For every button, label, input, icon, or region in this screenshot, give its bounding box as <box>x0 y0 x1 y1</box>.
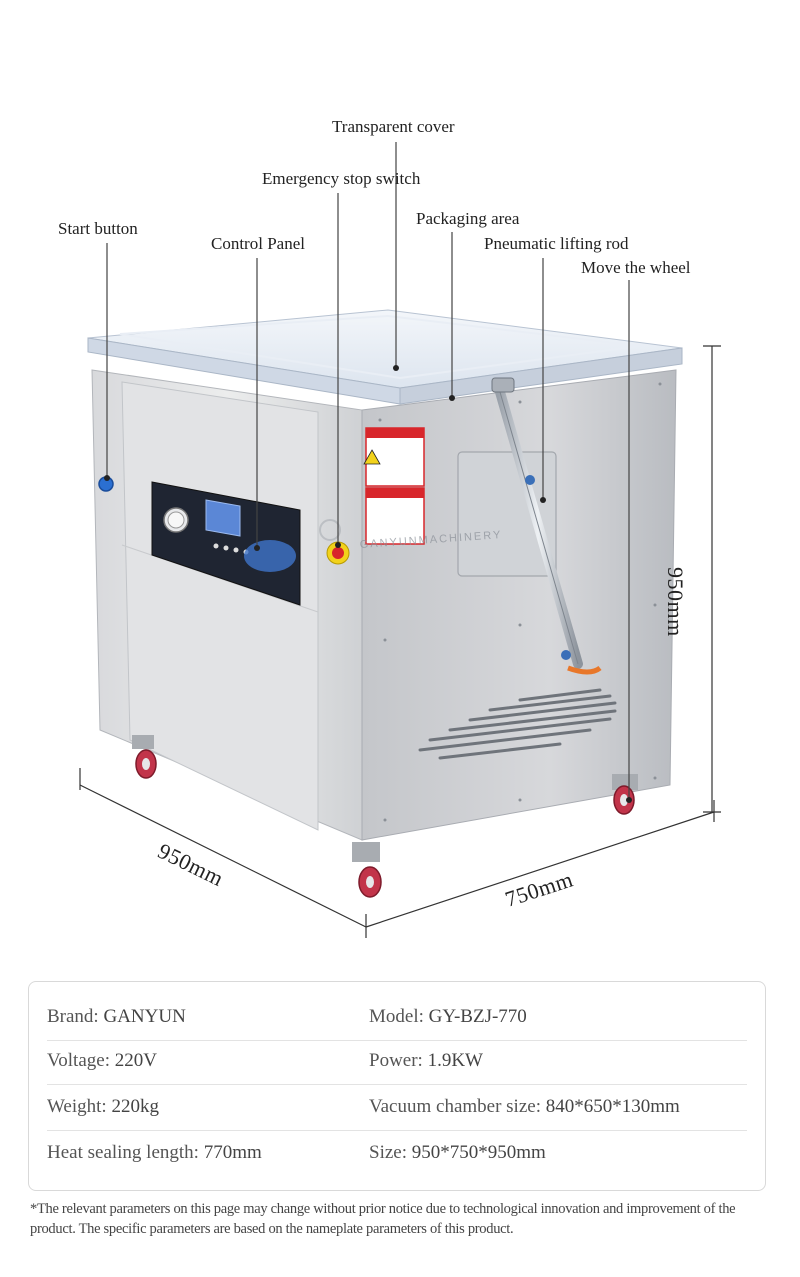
callout-emergency-stop: Emergency stop switch <box>262 169 421 188</box>
callout-lines <box>106 142 630 800</box>
spec-row: Brand: GANYUN Model: GY-BZJ-770 <box>47 996 747 1041</box>
wheel-front-center <box>352 842 382 898</box>
spec-power: Power: 1.9KW <box>369 1050 483 1071</box>
spec-vacuum-chamber-size: Vacuum chamber size: 840*650*130mm <box>369 1096 680 1117</box>
caster-wheels <box>132 735 638 898</box>
spec-row: Weight: 220kg Vacuum chamber size: 840*6… <box>47 1086 747 1131</box>
disclaimer-text: *The relevant parameters on this page ma… <box>30 1201 736 1237</box>
spec-heat-sealing-length: Heat sealing length: 770mm <box>47 1142 262 1163</box>
pneumatic-rod-shape <box>491 377 602 675</box>
control-panel-shape <box>151 481 301 606</box>
machine-front-face <box>91 369 363 841</box>
vacuum-packaging-machine: GANYUNMACHINERY <box>79 142 721 938</box>
callout-control-panel: Control Panel <box>211 234 305 253</box>
dimension-lines <box>79 345 721 938</box>
spec-row: Voltage: 220V Power: 1.9KW <box>47 1040 747 1085</box>
product-illustration: GANYUNMACHINERY <box>58 117 721 938</box>
spec-model: Model: GY-BZJ-770 <box>369 1006 527 1027</box>
spec-size: Size: 950*750*950mm <box>369 1142 546 1163</box>
callout-dots <box>104 365 632 803</box>
callout-packaging-area: Packaging area <box>416 209 520 228</box>
watermark-logo <box>319 519 341 541</box>
callout-start-button: Start button <box>58 219 138 238</box>
callout-transparent-cover: Transparent cover <box>332 117 455 136</box>
transparent-cover-shape <box>87 309 683 405</box>
spec-table: Brand: GANYUN Model: GY-BZJ-770 Voltage:… <box>28 981 766 1191</box>
spec-row: Heat sealing length: 770mm Size: 950*750… <box>47 1132 747 1176</box>
machine-side-face <box>361 369 677 841</box>
rivets <box>378 382 662 822</box>
vent-grille <box>418 688 617 760</box>
wheel-front-left <box>132 735 157 779</box>
callout-move-wheel: Move the wheel <box>581 258 691 277</box>
wheel-back-right <box>612 774 638 815</box>
dimension-height-label: 950mm <box>663 567 688 637</box>
callout-pneumatic-rod: Pneumatic lifting rod <box>484 234 629 253</box>
warning-labels <box>363 427 425 545</box>
spec-weight: Weight: 220kg <box>47 1096 159 1117</box>
spec-voltage: Voltage: 220V <box>47 1050 157 1071</box>
spec-brand: Brand: GANYUN <box>47 1006 186 1027</box>
side-window-shape <box>457 451 557 577</box>
